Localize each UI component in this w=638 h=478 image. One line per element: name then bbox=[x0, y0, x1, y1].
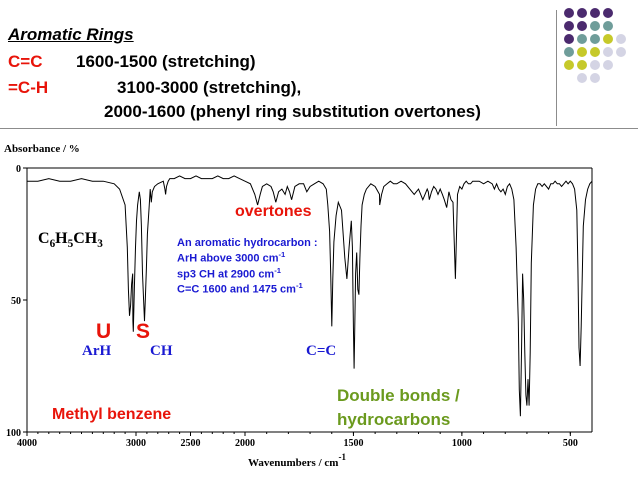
decorative-dot bbox=[564, 21, 574, 31]
overtones-label: overtones bbox=[235, 203, 312, 220]
y-tick-label: 100 bbox=[6, 428, 21, 439]
y-tick-label: 50 bbox=[11, 296, 21, 307]
decorative-dot bbox=[577, 8, 587, 18]
decorative-dot bbox=[603, 34, 613, 44]
tick-marks: 4000 3000 2500 2000 1500 1000 500 0 50 100 bbox=[6, 164, 578, 449]
decorative-dot bbox=[590, 8, 600, 18]
x-tick-label: 1500 bbox=[343, 438, 363, 449]
decorative-dot bbox=[590, 47, 600, 57]
x-tick-label: 2000 bbox=[235, 438, 255, 449]
decorative-dot bbox=[590, 60, 600, 70]
decorative-dot bbox=[564, 47, 574, 57]
y-axis-label: Absorbance / % bbox=[4, 143, 80, 155]
annotation-line-1: An aromatic hydrocarbon : bbox=[177, 237, 318, 249]
y-tick-label: 0 bbox=[16, 164, 21, 175]
decorative-dot bbox=[590, 21, 600, 31]
decorative-dot bbox=[616, 47, 626, 57]
overtone-range: 2000-1600 (phenyl ring substitution over… bbox=[104, 102, 481, 121]
spectrum-line bbox=[27, 175, 593, 417]
decorative-dot bbox=[577, 34, 587, 44]
cc-label: C=C bbox=[8, 52, 43, 71]
annotation-line-2: ArH above 3000 cm-1 bbox=[177, 250, 286, 265]
x-tick-label: 500 bbox=[563, 438, 578, 449]
decorative-dot bbox=[603, 60, 613, 70]
slide-title: Aromatic Rings bbox=[8, 25, 134, 44]
annotation-box: An aromatic hydrocarbon : ArH above 3000… bbox=[177, 237, 318, 296]
decorative-dot bbox=[577, 73, 587, 83]
ch-range: 3100-3000 (stretching), bbox=[117, 78, 302, 97]
cc-peak-label: C=C bbox=[306, 343, 337, 359]
x-tick-label: 1000 bbox=[452, 438, 472, 449]
hydrocarbons-label: hydrocarbons bbox=[337, 410, 451, 429]
decorative-dot bbox=[564, 34, 574, 44]
x-tick-label: 3000 bbox=[126, 438, 146, 449]
decorative-dot bbox=[577, 60, 587, 70]
decorative-dot bbox=[577, 21, 587, 31]
compound-formula: C6H5CH3 bbox=[38, 230, 103, 251]
decorative-dot bbox=[603, 47, 613, 57]
arh-label: ArH bbox=[82, 343, 112, 359]
x-axis-label: Wavenumbers / cm-1 bbox=[248, 452, 346, 469]
u-label: U bbox=[96, 320, 112, 343]
annotation-line-3: sp3 CH at 2900 cm-1 bbox=[177, 265, 282, 281]
x-tick-label: 4000 bbox=[17, 438, 37, 449]
decorative-dot bbox=[577, 47, 587, 57]
s-label: S bbox=[136, 320, 151, 343]
double-bonds-label: Double bonds / bbox=[337, 386, 460, 405]
decorative-dot bbox=[616, 34, 626, 44]
x-tick-label: 2500 bbox=[181, 438, 201, 449]
cc-range: 1600-1500 (stretching) bbox=[76, 52, 256, 71]
ch-label: =C-H bbox=[8, 78, 49, 97]
decorative-dot bbox=[564, 60, 574, 70]
ch-peak-label: CH bbox=[150, 343, 173, 359]
decorative-dot bbox=[603, 21, 613, 31]
methyl-benzene-label: Methyl benzene bbox=[52, 406, 172, 423]
decorative-dot bbox=[603, 8, 613, 18]
vertical-divider bbox=[556, 10, 557, 126]
decorative-dot bbox=[590, 34, 600, 44]
decorative-dot-grid bbox=[564, 8, 626, 83]
horizontal-divider bbox=[0, 128, 638, 129]
decorative-dot bbox=[564, 8, 574, 18]
decorative-dot bbox=[590, 73, 600, 83]
annotation-line-4: C=C 1600 and 1475 cm-1 bbox=[177, 281, 303, 296]
